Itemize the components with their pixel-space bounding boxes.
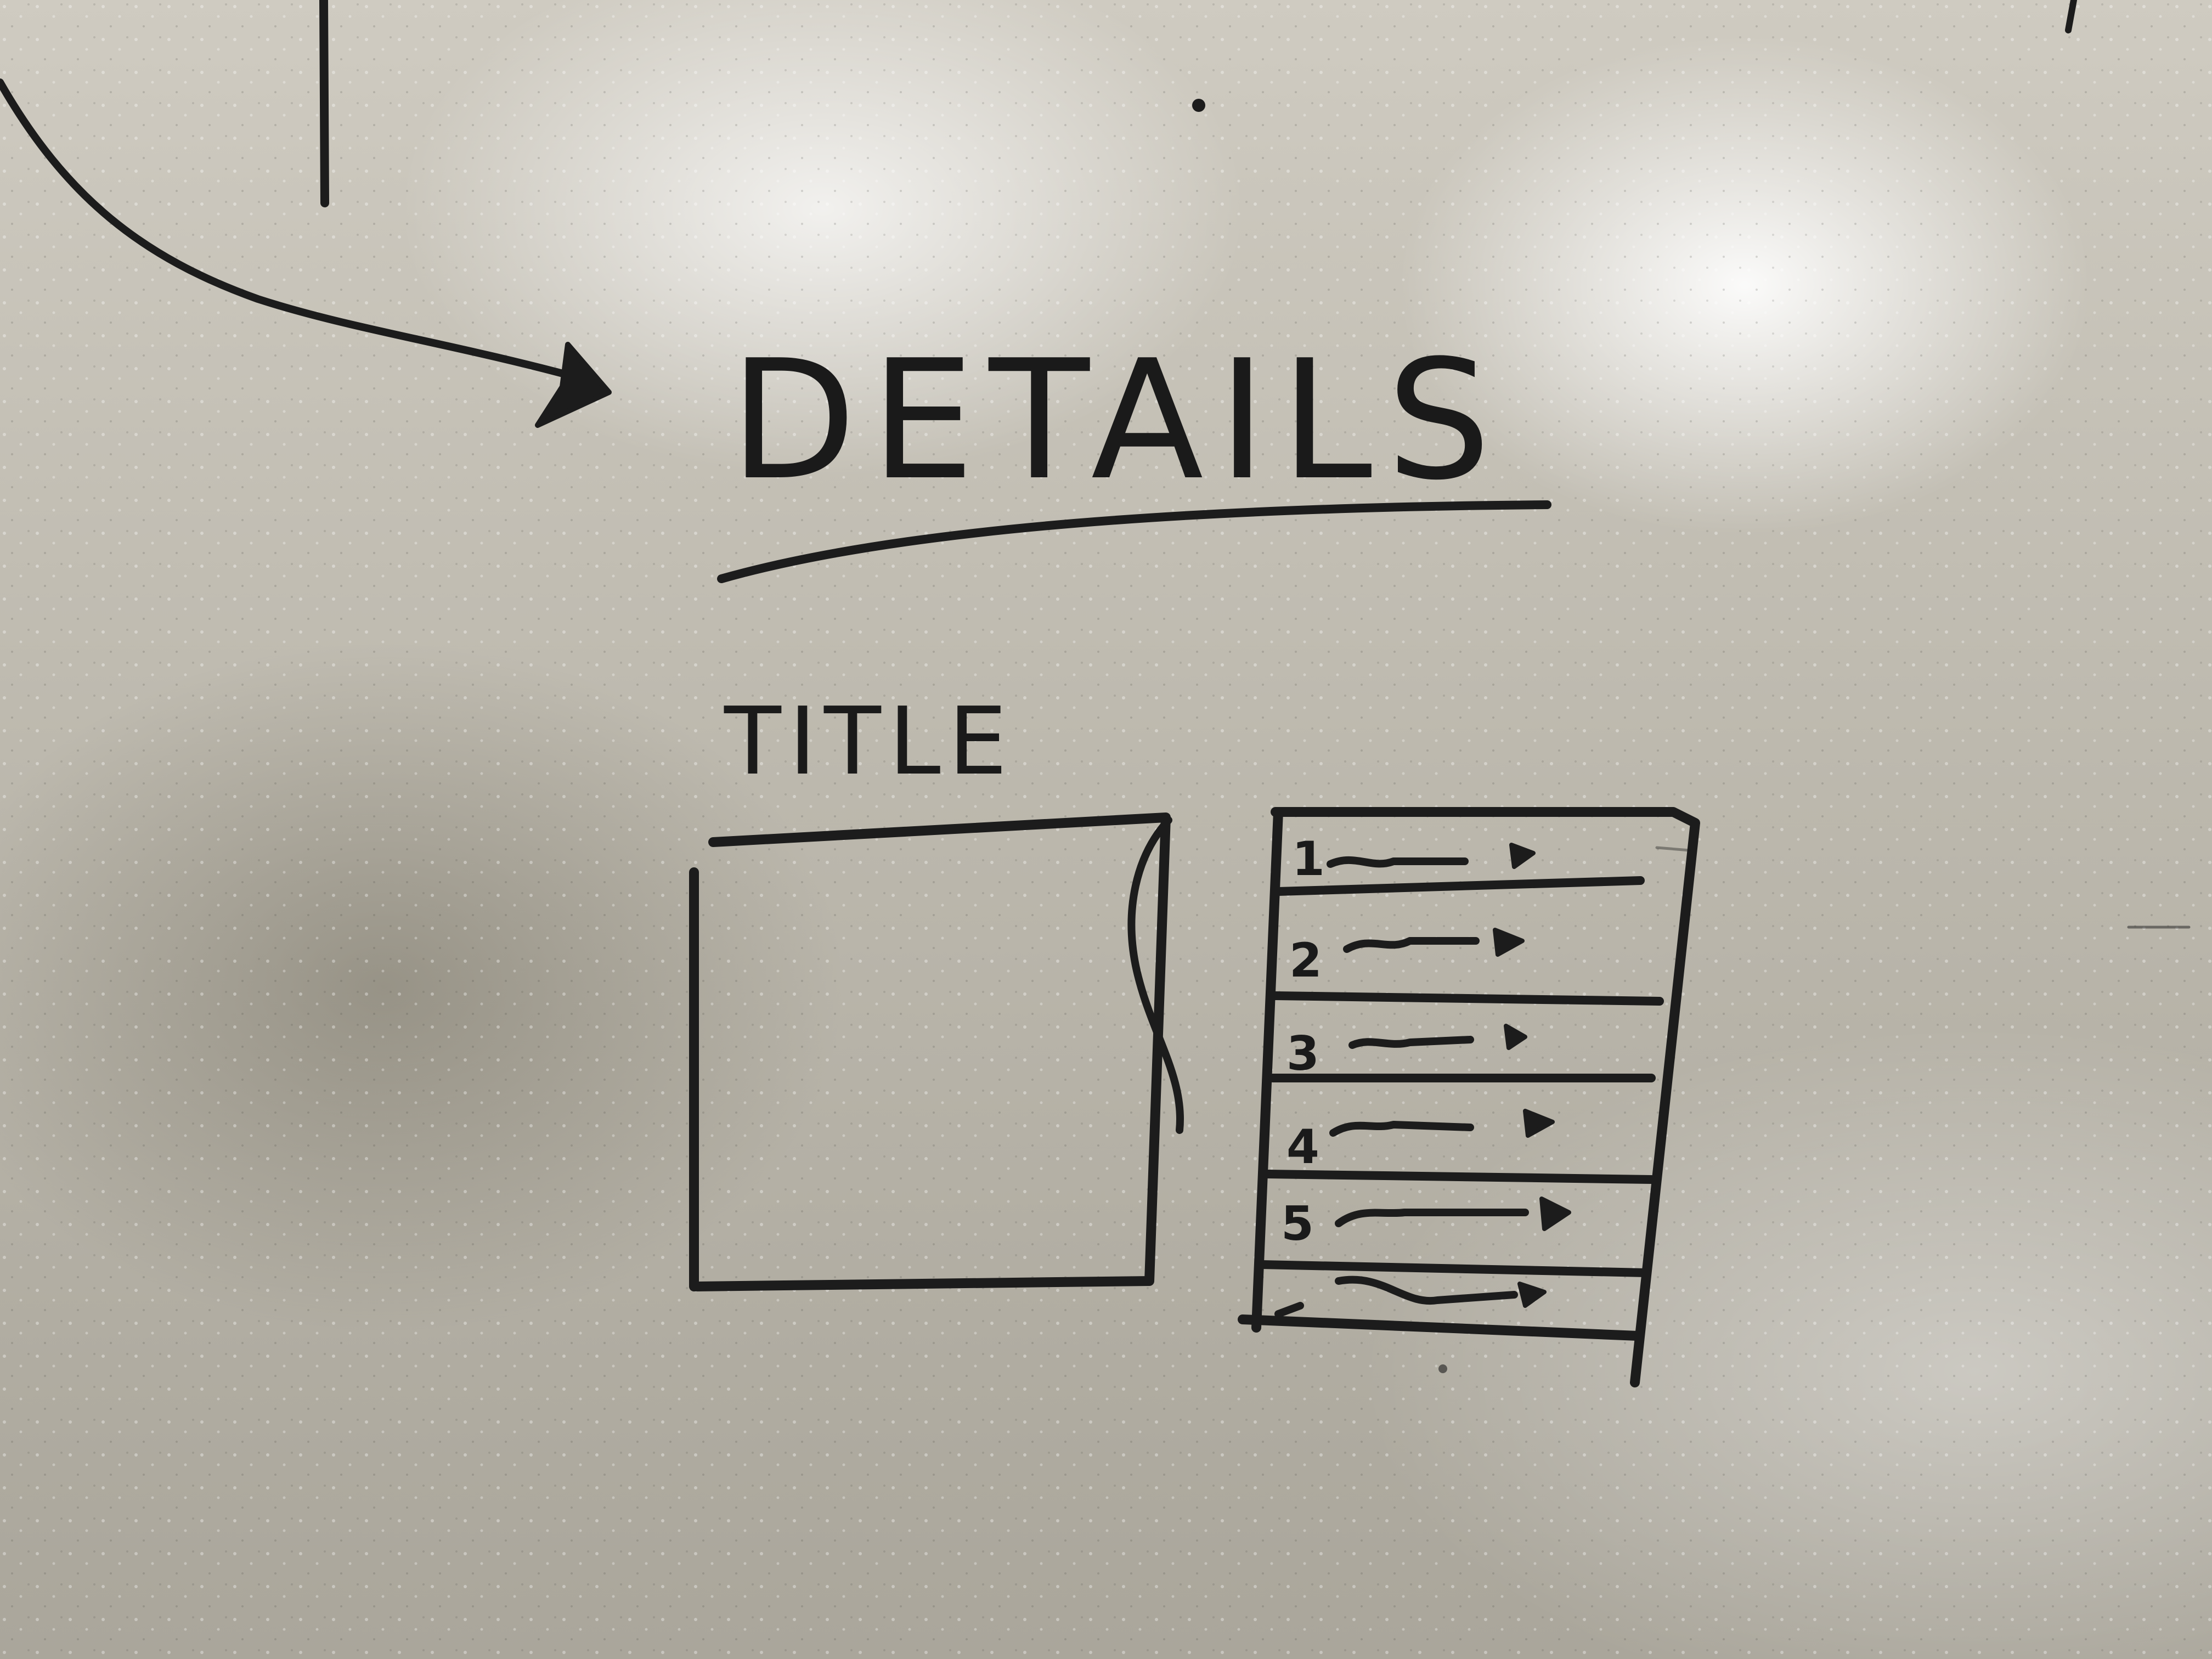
row-divider [1274,876,1645,896]
list-box-outline [1271,807,1700,1387]
play-triangle-icon [1523,1109,1555,1138]
list-item-line [1335,1276,1518,1305]
arrow-head-icon [535,342,612,428]
list-item-line [1329,1121,1474,1137]
list-item-line [1343,937,1480,953]
list-item-line [1327,856,1469,868]
play-triangle-icon [1504,1024,1527,1050]
list-item-number: 1 [1292,832,1325,887]
list-item-number: 4 [1286,1120,1319,1175]
list-item-number: 3 [1286,1026,1319,1081]
curved-arrow-line [0,78,585,382]
title-label: TITLE [724,687,1015,796]
list-item-tick [1274,1302,1304,1318]
heading-underline [717,500,1551,583]
box-curl-stroke [1127,816,1184,1134]
image-placeholder-box [689,812,1171,1291]
list-item-number: 2 [1289,933,1322,988]
list-item-line [1335,1209,1529,1227]
vertical-line [319,0,329,207]
list-box-left-edge [1251,807,1283,1333]
play-triangle-icon [1517,1282,1547,1308]
play-triangle-icon [1509,843,1536,869]
row-divider [1271,991,1664,1006]
play-triangle-icon [1493,928,1525,957]
faint-mark [1655,846,1691,852]
heading-details: DETAILS [730,325,1505,516]
list-item-line [1348,1036,1474,1049]
edge-stroke [2065,0,2077,33]
faint-dot [1438,1364,1447,1373]
row-divider [1257,1260,1650,1277]
list-item-number: 5 [1281,1197,1314,1251]
marker-dot [1192,99,1205,112]
row-divider [1263,1170,1656,1184]
play-triangle-icon [1539,1197,1571,1231]
list-box-bottom-edge [1238,1314,1643,1341]
